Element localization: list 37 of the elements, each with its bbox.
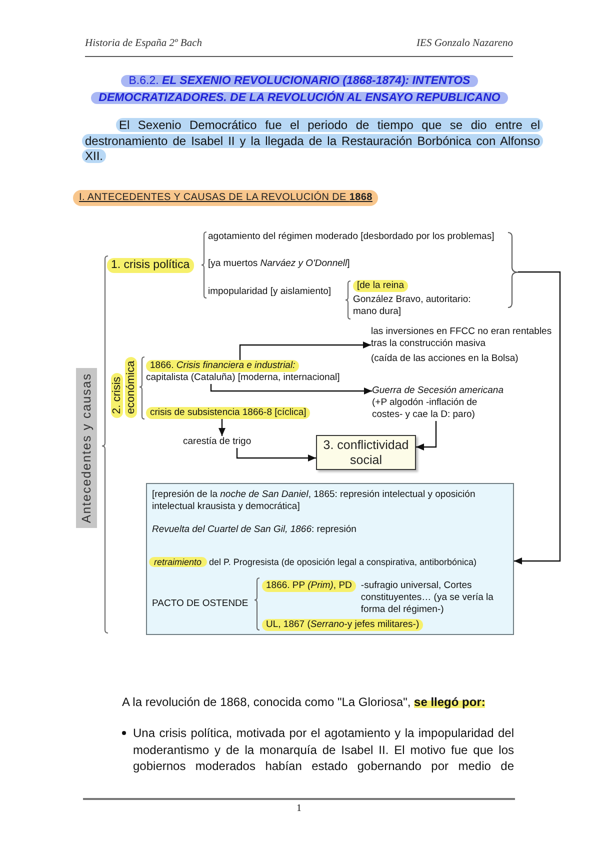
- process-box: 3. conflictividad social: [316, 435, 416, 470]
- note-text: carestía de trigo: [183, 436, 252, 448]
- note-text: retraimiento del P. Progresista (de oposición legal a conspirativa, antiborbónica): [149, 555, 477, 569]
- connector-arrow: [218, 419, 226, 436]
- connector-arrow: [416, 421, 437, 450]
- note-text: 1866. Crisis financiera e industrial:: [146, 360, 300, 372]
- connector-arrow: [210, 384, 372, 394]
- note-text: [represión de la noche de San Daniel, 1865: represión intelectual y oposición intelectual krausista y democrática]: [152, 489, 497, 513]
- info-panel: [146, 483, 514, 635]
- curly-bracket: [507, 232, 518, 308]
- note-text: agotamiento del régimen moderado [desbordado por los problemas]: [208, 231, 494, 243]
- header-text: Historia de España 2º Bach: [85, 37, 202, 51]
- note-text: impopularidad [y aislamiento]: [208, 286, 332, 298]
- note-text: -sufragio universal, Cortes constituyentes… (ya se vería la forma del régimen-): [360, 580, 494, 616]
- note-text: (caída de las acciones en la Bolsa): [371, 353, 520, 365]
- note-text: capitalista (Cataluña) [moderna, internacional]: [146, 372, 341, 384]
- note-text: UL, 1867 (Serrano-y jefes militares-): [262, 619, 424, 631]
- connector-arrow: [236, 448, 316, 462]
- note-text: Guerra de Secesión americana (+P algodón -inflación de costes- y cae la D: paro): [372, 385, 510, 421]
- topic-label: 1. crisis política: [107, 258, 194, 273]
- note-text: [de la reina: [353, 280, 408, 292]
- note-text: [ya muertos Narváez y O'Donnell]: [208, 258, 350, 270]
- note-text: crisis de subsistencia 1866-8 [cíclica]: [146, 407, 310, 419]
- intro-paragraph: El Sexenio Democrático fue el periodo de tiempo que se dio entre el destronamiento de Isabel II y la llegada de la Restauración Borbónica con Alfonso XII.: [82, 118, 543, 164]
- note-text: Revuelta del Cuartel de San Gil, 1866: represión: [152, 524, 356, 536]
- header-text: IES Gonzalo Nazareno: [416, 37, 513, 51]
- connector-arrow: [239, 342, 371, 360]
- page-title: B.6.2. EL SEXENIO REVOLUCIONARIO (1868-1874): INTENTOS DEMOCRATIZADORES. DE LA REVOLUCIÓN AL ENSAYO REPUBLICANO: [89, 73, 510, 106]
- note-text: González Bravo, autoritario: mano dura]: [353, 294, 472, 318]
- side-label: Antecedentes y causas: [76, 368, 97, 528]
- note-text: PACTO DE OSTENDE: [152, 598, 248, 610]
- page-number: 1: [296, 802, 302, 816]
- connector-arrow: [514, 271, 561, 564]
- note-text: las inversiones en FFCC no eran rentables tras la construcción masiva: [371, 326, 553, 350]
- bullet-text: Una crisis política, motivada por el agotamiento y la impopularidad del moderantismo y de la monarquía de Isabel II. El motivo fue que los gobiernos moderados habían estado gobernando por medio de: [133, 725, 514, 774]
- note-text: 1866. PP (Prim), PD: [262, 580, 356, 592]
- section-heading: I. ANTECEDENTES Y CAUSAS DE LA REVOLUCIÓN DE 1868: [73, 190, 378, 206]
